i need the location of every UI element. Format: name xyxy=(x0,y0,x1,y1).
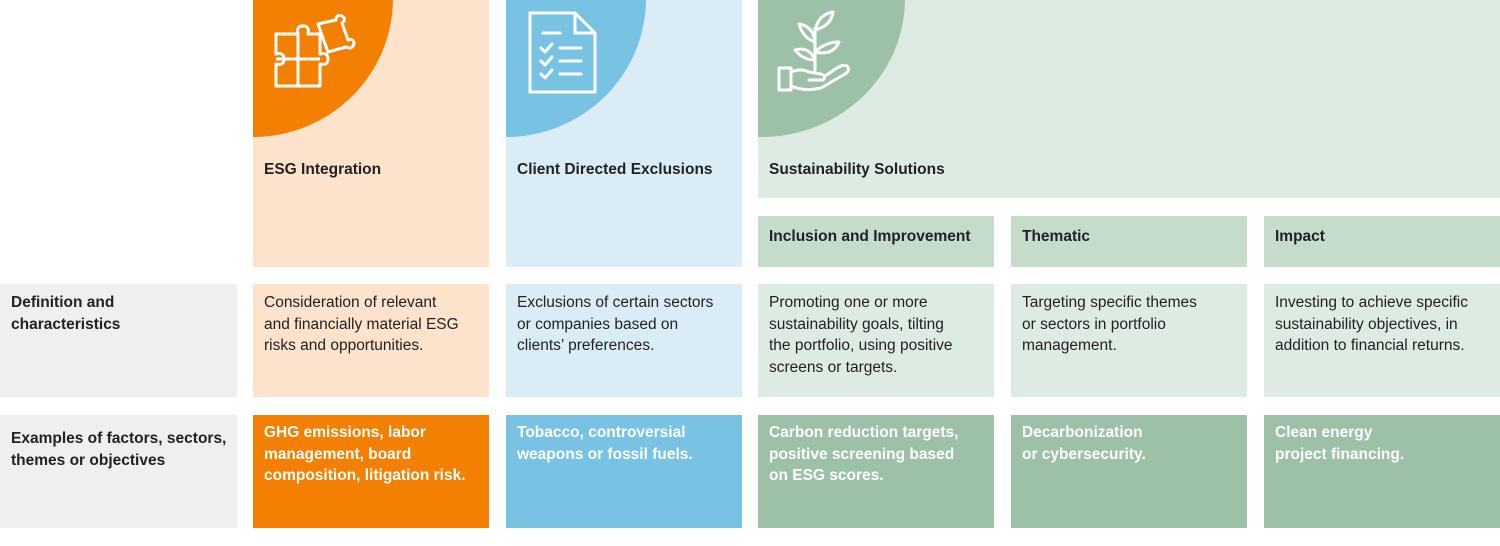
exclusions-title: Client Directed Exclusions xyxy=(517,161,713,178)
subheader-inclusion: Inclusion and Improvement xyxy=(769,228,971,245)
esg-examples-cell xyxy=(253,415,489,528)
sustainability-title: Sustainability Solutions xyxy=(769,161,945,178)
exclusions-examples: Tobacco, controversial weapons or fossil… xyxy=(517,424,693,463)
row-label-examples: Examples of factors, sectors, themes or … xyxy=(11,430,227,469)
thematic-examples-cell xyxy=(1011,415,1247,528)
subheader-impact: Impact xyxy=(1275,228,1325,245)
subheader-thematic-cell xyxy=(1011,216,1247,267)
thematic-examples: Decarbonization or cybersecurity. xyxy=(1022,424,1146,463)
subheader-inclusion-cell xyxy=(758,216,994,267)
exclusions-definition-cell xyxy=(506,284,742,397)
plant-in-hand-icon xyxy=(777,10,851,92)
esg-integration-title: ESG Integration xyxy=(264,161,382,178)
impact-definition-cell xyxy=(1264,284,1500,397)
thematic-definition-cell xyxy=(1011,284,1247,397)
impact-examples-cell xyxy=(1264,415,1500,528)
impact-examples: Clean energy project financing. xyxy=(1275,424,1405,463)
thematic-definition: Targeting specific themes or sectors in … xyxy=(1022,294,1197,354)
subheader-impact-cell xyxy=(1264,216,1500,267)
subheader-thematic: Thematic xyxy=(1022,228,1091,245)
esg-definition: Consideration of relevant and financiall… xyxy=(264,294,459,354)
esg-definition-cell xyxy=(253,284,489,397)
row-label-definition-cell xyxy=(0,284,237,397)
sustainability-header xyxy=(758,0,1500,198)
checklist-icon xyxy=(528,11,597,94)
inclusion-definition: Promoting one or more sustainability goa… xyxy=(769,294,953,376)
puzzle-icon xyxy=(274,14,356,88)
esg-examples: GHG emissions, labor management, board c… xyxy=(264,424,466,484)
exclusions-examples-cell xyxy=(506,415,742,528)
inclusion-examples: Carbon reduction targets, positive scree… xyxy=(769,424,959,484)
exclusions-definition: Exclusions of certain sectors or compani… xyxy=(517,294,714,354)
row-label-examples-cell xyxy=(0,415,237,528)
row-label-definition: Definition and characteristics xyxy=(11,294,121,333)
impact-definition: Investing to achieve specific sustainabi… xyxy=(1275,294,1468,354)
inclusion-examples-cell xyxy=(758,415,994,528)
inclusion-definition-cell xyxy=(758,284,994,397)
